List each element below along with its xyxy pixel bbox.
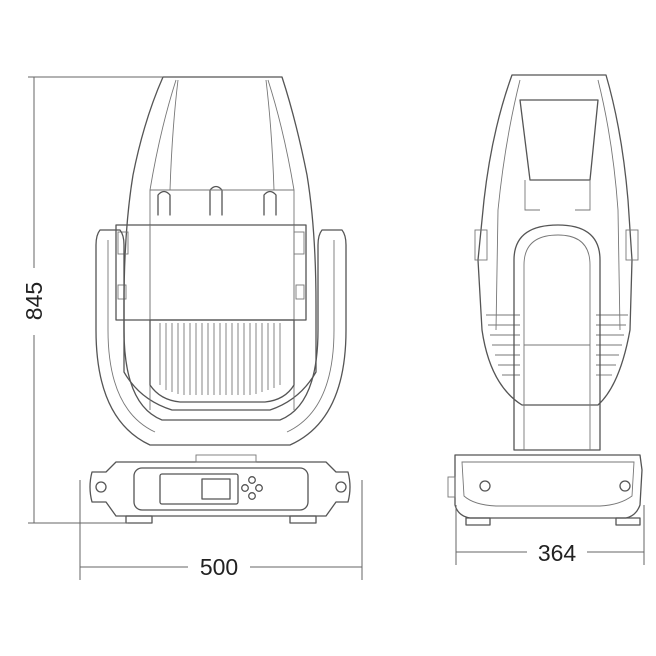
front-button-down xyxy=(248,492,256,500)
front-yoke xyxy=(95,229,347,446)
front-button-left xyxy=(241,484,249,492)
front-lcd-screen xyxy=(201,478,231,500)
side-base xyxy=(454,454,643,519)
side-width-dimension-label: 364 xyxy=(538,540,577,566)
front-button-right xyxy=(255,484,263,492)
front-button-up xyxy=(248,476,256,484)
front-vent-fins xyxy=(159,323,281,395)
side-yoke-arm xyxy=(513,224,601,451)
front-display-panel xyxy=(159,473,239,505)
height-dimension-label: 845 xyxy=(21,282,47,320)
front-view xyxy=(89,76,351,524)
dimension-side-width xyxy=(455,505,645,565)
front-vent-section xyxy=(149,319,295,403)
front-body-block xyxy=(115,224,307,321)
dimension-height xyxy=(28,76,163,524)
side-view xyxy=(447,74,643,526)
dimension-front-width xyxy=(79,480,363,580)
side-vent-right xyxy=(596,314,628,376)
front-base xyxy=(89,461,351,517)
front-width-dimension-label: 500 xyxy=(200,554,238,580)
side-head-shell xyxy=(477,74,633,406)
front-head-shell xyxy=(123,76,317,411)
